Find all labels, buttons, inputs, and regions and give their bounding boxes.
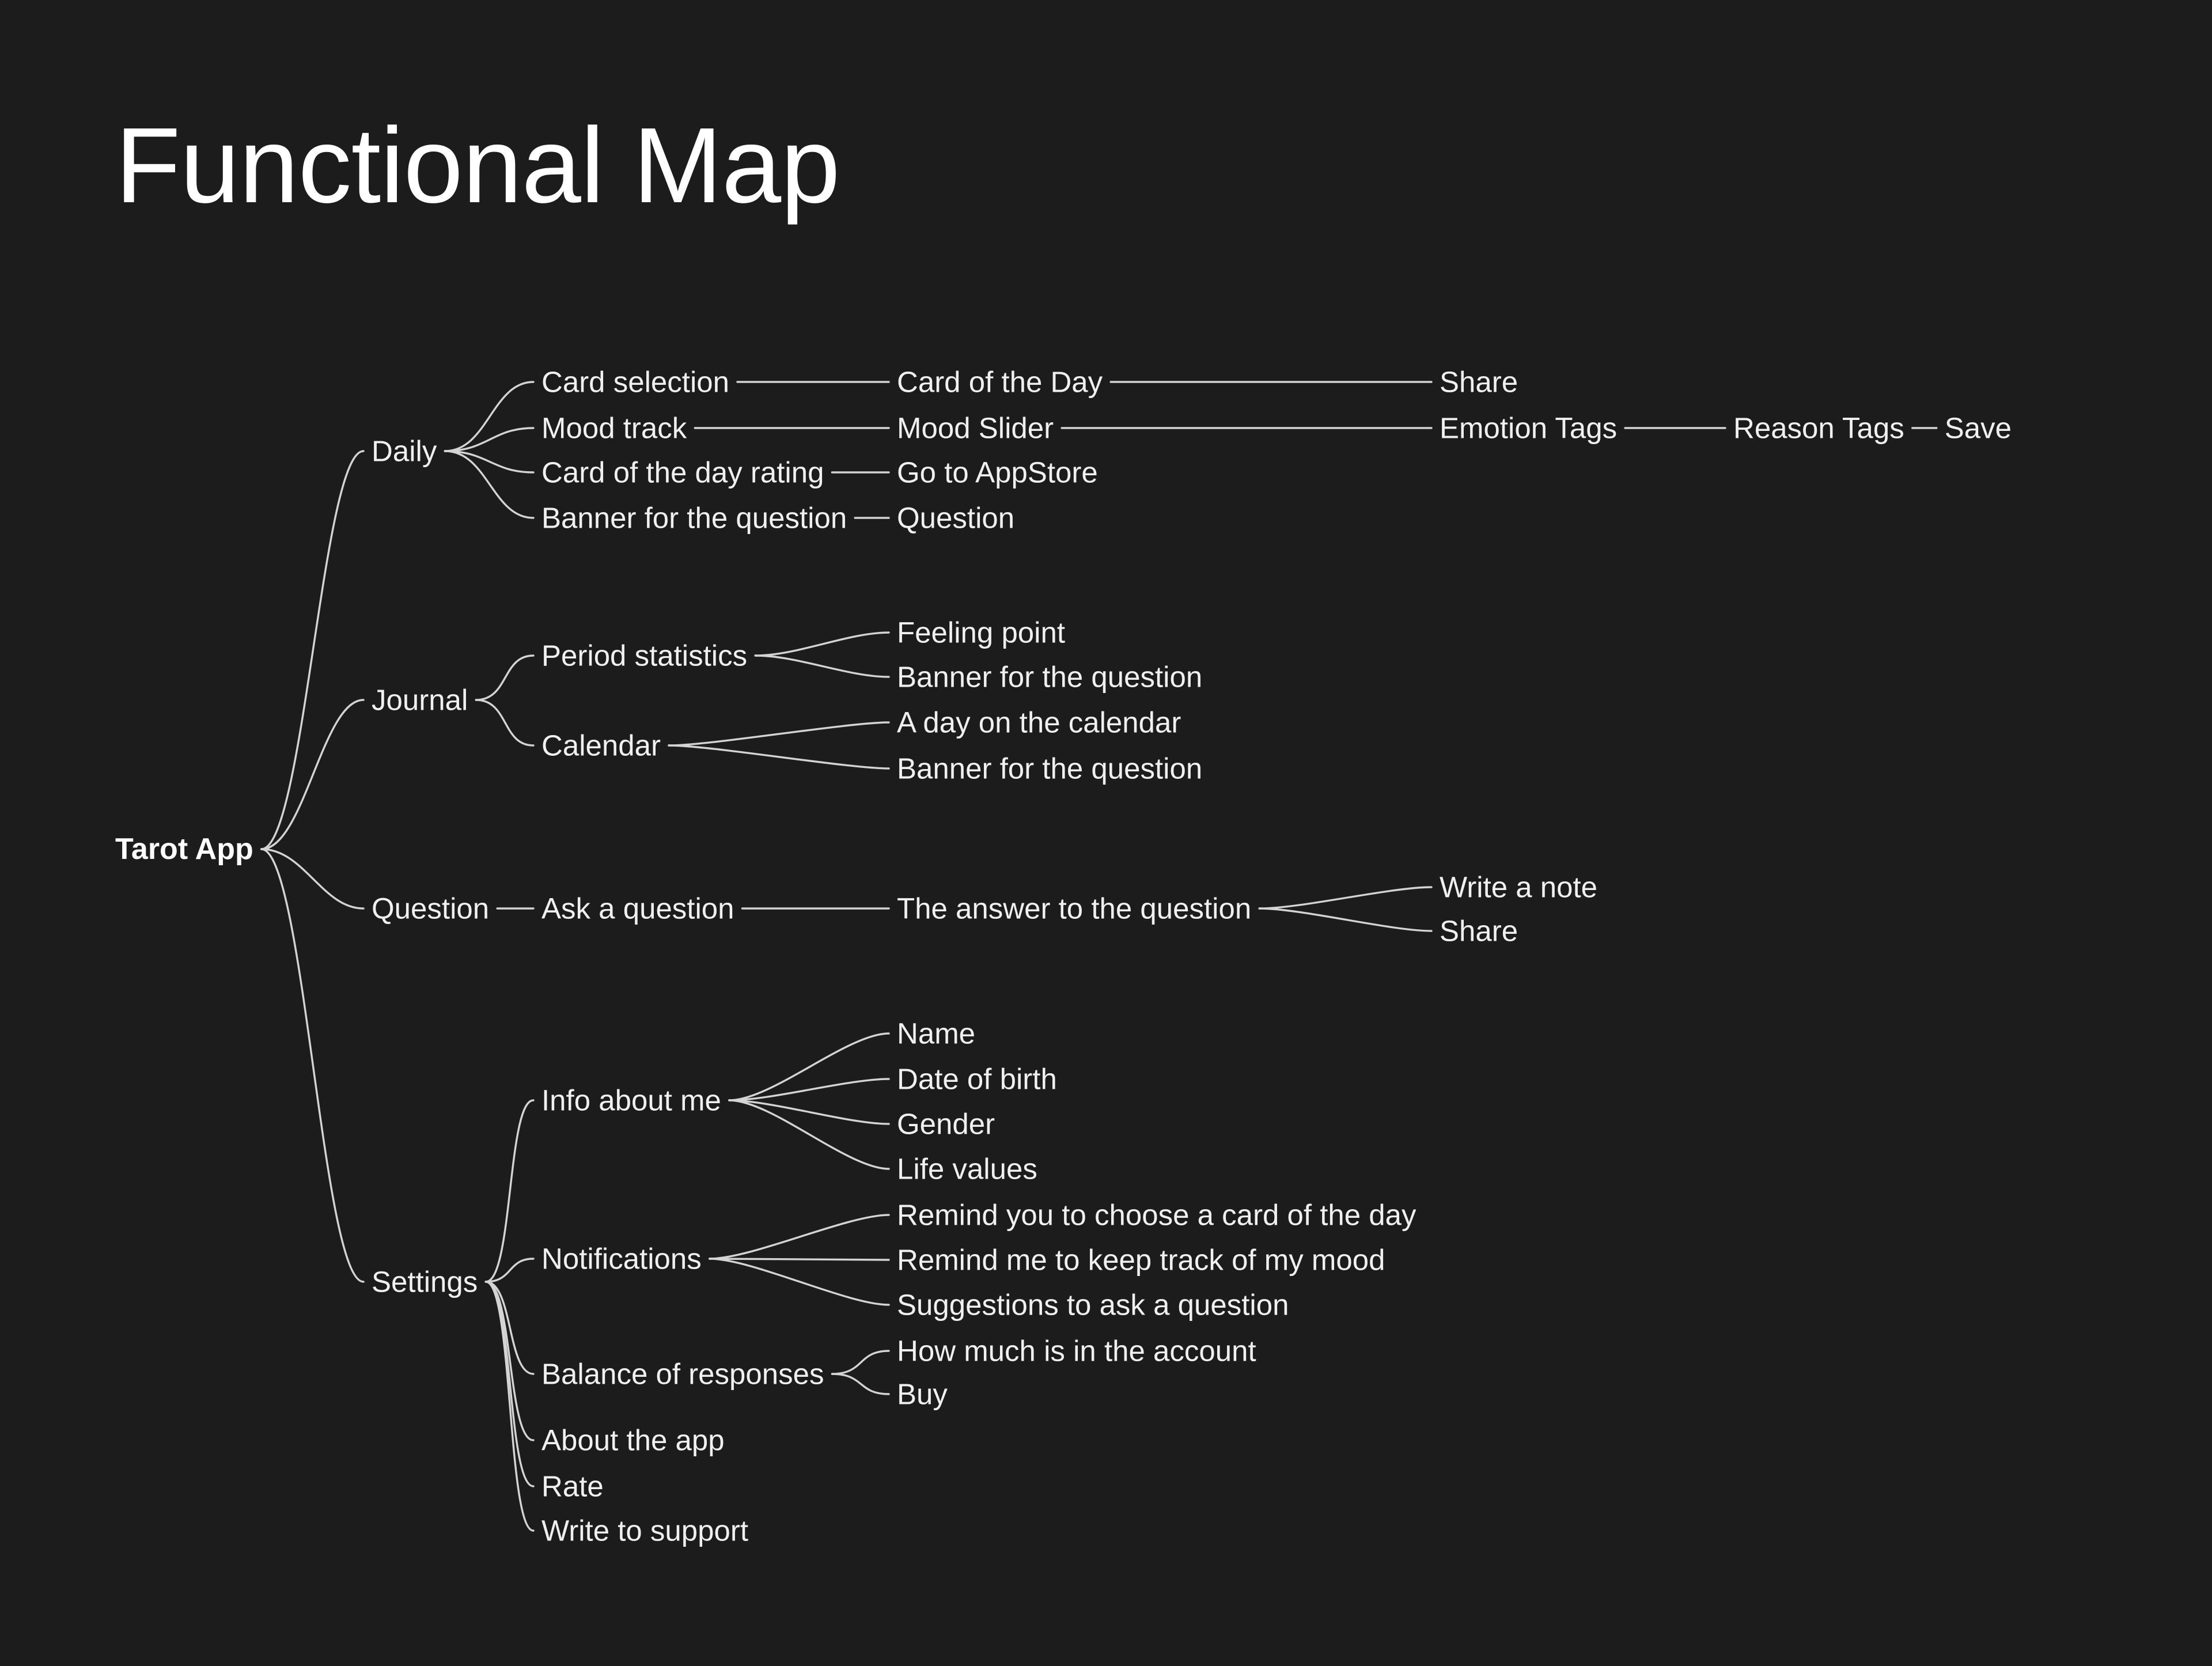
connector-tarot-app-to-journal	[260, 699, 365, 850]
node-how-much-is-in-the-account: How much is in the account	[897, 1335, 1256, 1368]
node-daily: Daily	[372, 435, 437, 468]
connector-daily-to-card-of-the-day-rating	[444, 450, 535, 474]
node-remind-me-to-keep-track-of-my-mood: Remind me to keep track of my mood	[897, 1244, 1385, 1277]
connector-info-about-me-to-name	[728, 1032, 890, 1101]
connector-calendar-to-a-day-on-the-calendar	[668, 721, 890, 747]
node-reason-tags: Reason Tags	[1733, 412, 1904, 445]
node-date-of-birth: Date of birth	[897, 1063, 1057, 1096]
connector-calendar-to-banner-for-the-question	[668, 744, 890, 770]
connector-journal-to-calendar	[475, 699, 535, 747]
connector-tarot-app-to-settings	[260, 848, 365, 1283]
node-ask-a-question: Ask a question	[541, 892, 734, 925]
node-write-to-support: Write to support	[541, 1514, 748, 1547]
connector-settings-to-rate	[484, 1281, 535, 1487]
node-emotion-tags: Emotion Tags	[1440, 412, 1617, 445]
node-buy: Buy	[897, 1378, 948, 1411]
connector-period-statistics-to-feeling-point	[754, 631, 890, 657]
connector-settings-to-about-the-app	[484, 1281, 535, 1441]
connector-daily-to-banner-for-the-question	[444, 450, 535, 519]
node-about-the-app: About the app	[541, 1424, 725, 1457]
node-calendar: Calendar	[541, 729, 661, 762]
node-journal: Journal	[372, 684, 468, 717]
node-banner-for-the-question: Banner for the question	[897, 661, 1202, 694]
node-banner-for-the-question: Banner for the question	[541, 502, 847, 535]
node-share: Share	[1440, 366, 1518, 399]
node-notifications: Notifications	[541, 1243, 702, 1275]
node-question: Question	[372, 892, 489, 925]
node-question: Question	[897, 502, 1014, 535]
connector-notifications-to-suggestions-to-ask-a-question	[709, 1258, 890, 1306]
connector-journal-to-period-statistics	[475, 654, 535, 701]
node-the-answer-to-the-question: The answer to the question	[897, 892, 1251, 925]
connector-notifications-to-remind-me-to-keep-track-of-my-mood	[709, 1258, 890, 1261]
node-settings: Settings	[372, 1266, 478, 1298]
node-name: Name	[897, 1017, 975, 1050]
node-period-statistics: Period statistics	[541, 639, 747, 672]
node-mood-track: Mood track	[541, 412, 687, 445]
connector-settings-to-write-to-support	[484, 1281, 535, 1532]
connector-info-about-me-to-gender	[728, 1099, 890, 1125]
node-card-of-the-day-rating: Card of the day rating	[541, 456, 824, 489]
node-mood-slider: Mood Slider	[897, 412, 1054, 445]
connector-notifications-to-remind-you-to-choose-a-card-of-the-day	[709, 1214, 890, 1260]
page-title: Functional Map	[115, 106, 840, 225]
connector-tarot-app-to-daily	[260, 450, 365, 850]
node-suggestions-to-ask-a-question: Suggestions to ask a question	[897, 1289, 1289, 1322]
connector-period-statistics-to-banner-for-the-question	[754, 654, 890, 678]
node-gender: Gender	[897, 1108, 995, 1141]
connector-settings-to-info-about-me	[484, 1099, 535, 1283]
node-info-about-me: Info about me	[541, 1084, 721, 1117]
node-remind-you-to-choose-a-card-of-the-day: Remind you to choose a card of the day	[897, 1199, 1416, 1232]
node-save: Save	[1945, 412, 2012, 445]
node-banner-for-the-question: Banner for the question	[897, 752, 1202, 785]
connector-balance-of-responses-to-buy	[831, 1373, 890, 1395]
node-write-a-note: Write a note	[1440, 871, 1597, 904]
node-share: Share	[1440, 915, 1518, 948]
node-rate: Rate	[541, 1470, 604, 1503]
connector-info-about-me-to-life-values	[728, 1099, 890, 1170]
connector-daily-to-mood-track	[444, 427, 535, 452]
node-a-day-on-the-calendar: A day on the calendar	[897, 706, 1181, 739]
node-feeling-point: Feeling point	[897, 616, 1065, 649]
connector-settings-to-notifications	[484, 1258, 535, 1283]
root-node-tarot-app: Tarot App	[115, 832, 253, 866]
node-go-to-appstore: Go to AppStore	[897, 456, 1098, 489]
connector-the-answer-to-the-question-to-write-a-note	[1258, 886, 1433, 910]
connector-info-about-me-to-date-of-birth	[728, 1078, 890, 1101]
node-life-values: Life values	[897, 1153, 1037, 1186]
node-card-selection: Card selection	[541, 366, 729, 399]
connector-settings-to-balance-of-responses	[484, 1281, 535, 1375]
node-balance-of-responses: Balance of responses	[541, 1358, 824, 1391]
node-card-of-the-day: Card of the Day	[897, 366, 1103, 399]
connector-lines	[260, 381, 1938, 1532]
connector-balance-of-responses-to-how-much-is-in-the-account	[831, 1350, 890, 1375]
connector-tarot-app-to-question	[260, 848, 365, 910]
connector-the-answer-to-the-question-to-share	[1258, 907, 1433, 932]
connector-daily-to-card-selection	[444, 381, 535, 452]
